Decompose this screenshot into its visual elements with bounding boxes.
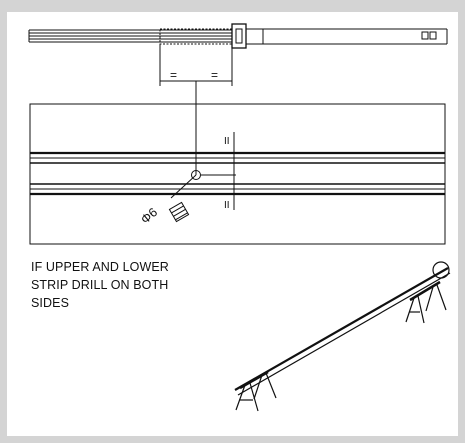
instruction-line: SIDES <box>31 296 70 310</box>
frame-corner-tab <box>0 0 22 12</box>
hole-diameter-label: Φ6 <box>138 205 160 227</box>
top-rail-profile <box>28 23 448 49</box>
instruction-line: IF UPPER AND LOWER <box>31 260 169 274</box>
instruction-note: IF UPPER AND LOWER STRIP DRILL ON BOTH S… <box>31 258 231 312</box>
dimension-equal-left: = <box>170 68 177 82</box>
instruction-line: STRIP DRILL ON BOTH <box>31 278 169 292</box>
parallel-mark-bottom: II <box>224 200 230 211</box>
dimension-lines <box>159 44 233 175</box>
dimension-equal-right: = <box>211 68 218 82</box>
drill-bit-icon <box>168 201 190 223</box>
drill-hole <box>170 132 236 210</box>
strip-panel <box>29 103 446 245</box>
highlight-circle <box>432 261 450 279</box>
parallel-mark-top: II <box>224 136 230 147</box>
sawhorse-setup <box>234 261 451 412</box>
